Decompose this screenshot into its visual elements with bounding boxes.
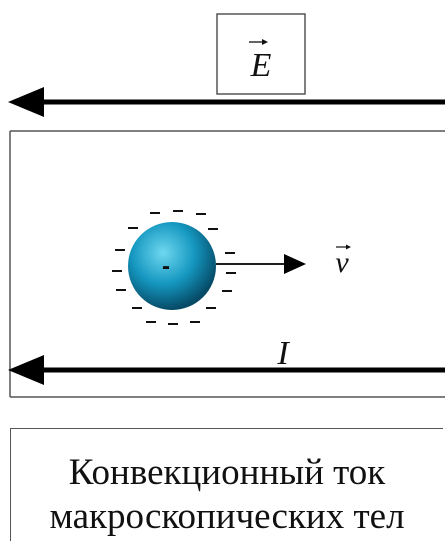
convection-current-diagram: E - v: [0, 0, 445, 430]
velocity-arrowhead-icon: [284, 254, 306, 274]
caption-line-1: Конвекционный ток: [11, 451, 443, 495]
field-label-box: E: [217, 14, 305, 94]
velocity-label: v: [335, 246, 349, 279]
field-label: E: [250, 47, 272, 84]
sphere: [128, 222, 216, 310]
sphere-charge-sign: -: [162, 253, 170, 280]
current-arrowhead-icon: [8, 355, 44, 385]
caption-box: Конвекционный ток макроскопических тел: [10, 428, 443, 541]
current-arrow: [8, 355, 445, 385]
field-arrowhead-icon: [8, 87, 44, 117]
charged-body: -: [128, 222, 216, 310]
caption-line-2: макроскопических тел: [11, 495, 443, 539]
velocity-label-group: v: [335, 245, 351, 280]
velocity-arrow: [216, 254, 306, 274]
current-label: I: [276, 335, 290, 372]
